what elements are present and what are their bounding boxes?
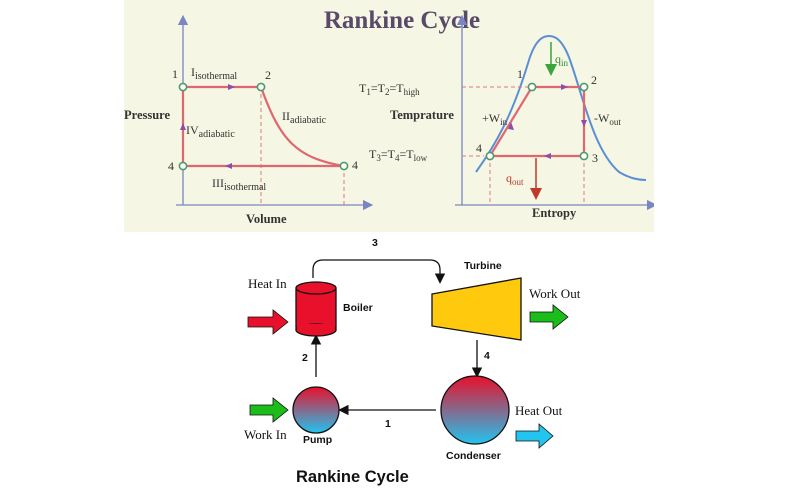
pump-label: Pump bbox=[303, 434, 332, 446]
ts-point-1 bbox=[527, 82, 537, 92]
ts-label-4: 4 bbox=[476, 141, 482, 155]
step-4-label: 4 bbox=[484, 350, 490, 362]
pump bbox=[292, 386, 340, 434]
pv-point-4-right bbox=[339, 161, 349, 171]
heat-out-label: Heat Out bbox=[515, 403, 563, 418]
ts-label-2: 2 bbox=[591, 73, 597, 87]
pv-process-1-label: Iisothermal bbox=[191, 65, 237, 82]
diagrams-svg: Rankine Cycle 1 2 4 4 Iisothermal IIadia… bbox=[124, 7, 654, 226]
pv-x-axis-label: Volume bbox=[246, 212, 287, 226]
boiler-label: Boiler bbox=[343, 302, 373, 314]
heat-out-arrow bbox=[515, 423, 554, 449]
turbine bbox=[431, 277, 522, 341]
ts-label-3: 3 bbox=[592, 151, 598, 165]
w-in-label: +Win bbox=[482, 111, 508, 127]
pv-diagram: 1 2 4 4 Iisothermal IIadiabatic IIIisoth… bbox=[124, 14, 374, 226]
pv-process-4-label: IVadiabatic bbox=[186, 123, 235, 140]
pv-label-4-left: 4 bbox=[168, 159, 174, 173]
step-1-label: 1 bbox=[385, 418, 391, 430]
pv-y-axis-label: Pressure bbox=[124, 108, 171, 122]
ts-x-axis-label: Entropy bbox=[532, 206, 577, 220]
ts-point-2 bbox=[579, 82, 589, 92]
diagram-title: Rankine Cycle bbox=[324, 7, 480, 34]
work-in-label: Work In bbox=[244, 427, 287, 442]
pv-process-2-label: IIadiabatic bbox=[282, 109, 327, 126]
work-out-label: Work Out bbox=[529, 286, 581, 301]
ts-diagram: 1 2 3 4 T1=T2=Thigh T3=T4=Tlow +Win -Wou… bbox=[359, 14, 654, 220]
work-in-arrow bbox=[249, 397, 289, 423]
flow-line-boiler-to-turbine bbox=[312, 259, 446, 284]
heat-in-label: Heat In bbox=[248, 276, 287, 291]
pv-point-4-left bbox=[178, 161, 188, 171]
rankine-schematic: Heat In Boiler Turbine Work Out Heat Out… bbox=[0, 232, 800, 500]
condenser-label: Condenser bbox=[446, 450, 501, 462]
q-in-label: qin bbox=[555, 52, 569, 68]
work-out-arrow bbox=[529, 304, 569, 330]
thermodynamic-diagrams-panel: Rankine Cycle 1 2 4 4 Iisothermal IIadia… bbox=[124, 0, 654, 232]
ts-vapor-dome bbox=[475, 34, 647, 181]
boiler bbox=[295, 281, 337, 337]
heat-in-arrow bbox=[247, 309, 289, 335]
turbine-label: Turbine bbox=[464, 260, 502, 272]
step-3-label: 3 bbox=[372, 237, 378, 249]
schematic-title: Rankine Cycle bbox=[296, 468, 409, 486]
q-out-label: qout bbox=[506, 171, 524, 187]
pv-process-3-label: IIIisothermal bbox=[212, 176, 266, 193]
condenser bbox=[440, 375, 510, 445]
t-high-label: T1=T2=Thigh bbox=[359, 81, 420, 97]
pv-adiabatic-curve bbox=[259, 86, 345, 168]
step-2-label: 2 bbox=[302, 352, 308, 364]
ts-label-1: 1 bbox=[517, 67, 523, 81]
pv-label-1: 1 bbox=[172, 67, 178, 81]
pv-point-1 bbox=[178, 82, 188, 92]
t-low-label: T3=T4=Tlow bbox=[369, 147, 428, 163]
schematic-svg: Heat In Boiler Turbine Work Out Heat Out… bbox=[244, 237, 581, 486]
pv-label-4-right: 4 bbox=[352, 158, 358, 172]
pv-point-2 bbox=[256, 82, 266, 92]
pv-label-2: 2 bbox=[265, 68, 271, 82]
ts-y-axis-label: Temprature bbox=[390, 108, 454, 122]
ts-point-4 bbox=[485, 151, 495, 161]
w-out-label: -Wout bbox=[594, 111, 621, 127]
ts-point-3 bbox=[579, 151, 589, 161]
